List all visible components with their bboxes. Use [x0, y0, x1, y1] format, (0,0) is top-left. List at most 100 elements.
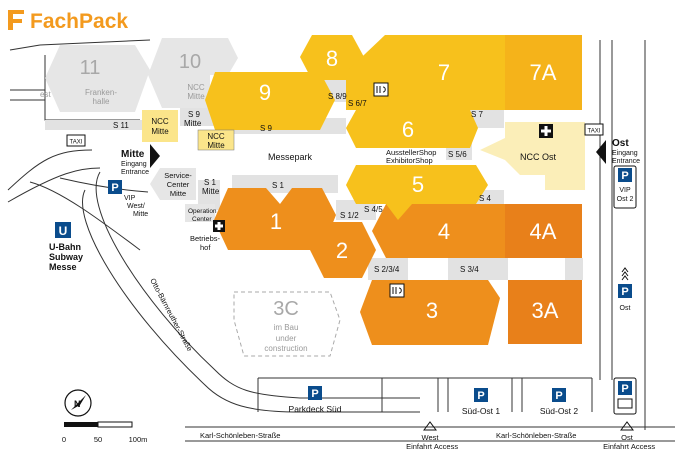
svg-text:VIP: VIP — [619, 187, 631, 194]
svg-text:Entrance: Entrance — [121, 169, 149, 176]
svg-text:NCC Ost: NCC Ost — [520, 152, 556, 162]
svg-text:Subway: Subway — [49, 252, 83, 262]
svg-text:P: P — [111, 182, 118, 194]
svg-text:West/: West/ — [127, 203, 145, 210]
road-network — [7, 39, 675, 442]
fachpack-logo[interactable]: FachPack — [8, 10, 128, 33]
ncc-mitte-a[interactable] — [142, 110, 178, 142]
svg-text:Ost: Ost — [621, 433, 634, 442]
parkdeck-sued[interactable]: P Parkdeck Süd — [289, 386, 342, 414]
svg-text:Messe: Messe — [49, 262, 77, 272]
hall-7a[interactable] — [505, 35, 582, 110]
svg-text:P: P — [621, 286, 628, 298]
svg-text:TAXI: TAXI — [70, 140, 83, 146]
scale-bar: 0 50 100m — [62, 421, 148, 444]
svg-text:NCC: NCC — [187, 83, 205, 92]
entrance-ost[interactable]: Ost Eingang Entrance — [596, 138, 640, 165]
svg-text:U: U — [59, 224, 68, 238]
service-center-mitte[interactable] — [150, 168, 196, 200]
svg-text:P: P — [555, 390, 562, 402]
svg-text:S 9: S 9 — [188, 110, 201, 119]
restaurant-icon — [373, 82, 389, 97]
svg-text:halle: halle — [93, 97, 110, 106]
passage-labels: S 11 S 9 S 8/9 S 6/7 S 9 Mitte S 7 S 5/6… — [113, 92, 492, 274]
svg-text:Mitte: Mitte — [170, 189, 186, 198]
parking-vip-ost2[interactable]: P VIP Ost 2 — [613, 165, 637, 209]
svg-text:P: P — [621, 170, 628, 182]
svg-text:3: 3 — [426, 298, 438, 323]
arrows-up-icon — [621, 267, 629, 281]
svg-text:S 1/2: S 1/2 — [340, 211, 359, 220]
svg-text:P: P — [477, 390, 484, 402]
svg-text:N: N — [74, 399, 81, 409]
svg-text:P: P — [621, 383, 628, 395]
hall-11[interactable] — [45, 45, 150, 112]
entrance-ost-access[interactable]: Ost Einfahrt Access — [603, 421, 655, 451]
hall-6[interactable] — [346, 110, 478, 148]
svg-text:Eingang: Eingang — [121, 161, 147, 168]
svg-text:NCC: NCC — [151, 117, 169, 126]
svg-text:S 4: S 4 — [479, 194, 492, 203]
parking-icon — [618, 168, 632, 182]
svg-text:4: 4 — [438, 219, 450, 244]
svg-text:est: est — [40, 90, 51, 99]
svg-text:5: 5 — [412, 172, 424, 197]
svg-text:Access: Access — [434, 442, 458, 451]
hall-8[interactable] — [300, 35, 364, 80]
svg-text:S 6/7: S 6/7 — [348, 99, 367, 108]
hall-4[interactable] — [372, 204, 505, 258]
ubahn-station[interactable]: U U-Bahn Subway Messe — [49, 222, 83, 272]
hall-10[interactable] — [148, 38, 238, 108]
ncc-mitte-b[interactable] — [197, 129, 235, 151]
svg-text:Ost: Ost — [620, 305, 631, 312]
hall-5[interactable] — [346, 165, 488, 204]
svg-text:Franken-: Franken- — [85, 88, 117, 97]
parking-vip-west[interactable]: P VIP West/ Mitte — [108, 180, 148, 218]
parking-icon — [552, 388, 566, 402]
svg-text:S 9: S 9 — [260, 124, 273, 133]
svg-text:Mitte: Mitte — [133, 211, 148, 218]
svg-text:hof: hof — [200, 243, 211, 252]
svg-text:Ost 2: Ost 2 — [617, 196, 634, 203]
svg-text:S 3/4: S 3/4 — [460, 265, 479, 274]
svg-text:100m: 100m — [129, 435, 148, 444]
svg-text:Center: Center — [192, 216, 212, 223]
ncc-ost[interactable] — [480, 122, 585, 190]
svg-text:9: 9 — [259, 80, 271, 105]
svg-text:P: P — [311, 388, 318, 400]
hall-2[interactable] — [310, 222, 376, 278]
parking-bus[interactable]: P — [613, 377, 637, 415]
hall-9[interactable] — [205, 72, 335, 130]
hall-1[interactable] — [214, 188, 336, 250]
parking-sued-ost-1[interactable]: P Süd-Ost 1 — [462, 388, 501, 416]
svg-text:8: 8 — [326, 46, 338, 71]
parking-icon — [618, 284, 632, 298]
parking-ost[interactable]: P Ost — [618, 267, 632, 312]
taxi-west: TAXI — [66, 134, 86, 147]
entrance-mitte[interactable]: Mitte Eingang Entrance — [121, 144, 160, 176]
svg-text:ExhibitorShop: ExhibitorShop — [386, 156, 433, 165]
svg-text:10: 10 — [179, 51, 201, 73]
hall-4a[interactable] — [505, 204, 582, 258]
parking-sued-ost-2[interactable]: P Süd-Ost 2 — [540, 388, 579, 416]
messepark-label: Messepark — [268, 152, 313, 162]
svg-text:Mitte: Mitte — [151, 127, 169, 136]
svg-text:Ost: Ost — [612, 138, 629, 149]
svg-text:Entrance: Entrance — [612, 158, 640, 165]
svg-text:S 1: S 1 — [272, 181, 285, 190]
svg-text:Einfahrt: Einfahrt — [406, 442, 433, 451]
svg-text:construction: construction — [264, 344, 307, 353]
svg-text:Mitte: Mitte — [207, 141, 225, 150]
hall-3c-construction[interactable]: 3C im Bau under construction — [233, 291, 341, 357]
svg-text:NCC: NCC — [207, 132, 225, 141]
logo-bracket-icon — [8, 10, 24, 30]
hall-7[interactable] — [346, 35, 505, 110]
entrance-west-access[interactable]: West Einfahrt Access — [406, 421, 458, 451]
svg-text:Eingang: Eingang — [612, 150, 638, 157]
hall-3a[interactable] — [508, 280, 582, 344]
operation-center[interactable] — [185, 204, 215, 222]
svg-text:VIP: VIP — [124, 195, 136, 202]
svg-text:Süd-Ost 2: Süd-Ost 2 — [540, 406, 579, 416]
svg-text:Access: Access — [631, 442, 655, 451]
